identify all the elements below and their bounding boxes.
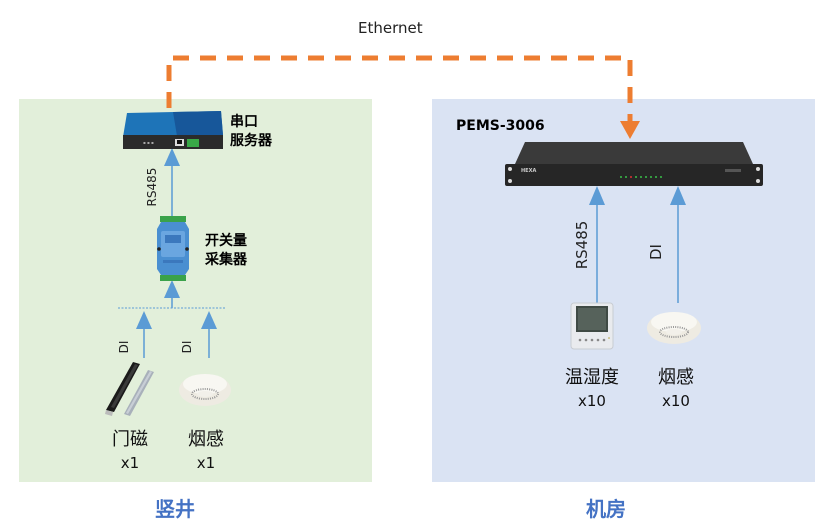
switch-collector-label: 开关量 采集器: [205, 233, 247, 268]
serial-server-icon: ▪ ▪ ▪: [123, 111, 223, 149]
sensor-door-magnet: 门磁 x1: [100, 428, 160, 474]
sensor-temp-humidity: 温湿度 x10: [548, 366, 636, 412]
di-label-door: DI: [117, 340, 131, 354]
smoke-detector-icon-right: [647, 312, 701, 344]
switch-collector-icon: [157, 216, 189, 281]
sensor-name: 烟感: [188, 429, 224, 450]
ethernet-link: [166, 55, 633, 122]
sensor-name: 温湿度: [565, 367, 619, 388]
sensor-name: 烟感: [658, 367, 694, 388]
temp-humidity-sensor-icon: [570, 302, 614, 350]
pems-brand: HEXA: [521, 168, 536, 174]
zone-title-machine-room: 机房: [586, 497, 626, 521]
sensor-count: x10: [578, 392, 606, 410]
rs485-arrowhead-right: [589, 186, 605, 205]
di-bus-arrowhead: [164, 280, 180, 298]
pems-host-label: PEMS-3006: [456, 118, 545, 134]
sensor-count: x10: [662, 392, 690, 410]
ethernet-label: Ethernet: [358, 19, 423, 37]
di-arrowhead-smoke-left: [201, 311, 217, 329]
zone-title-shaft: 竖井: [155, 497, 195, 521]
sensor-smoke-left: 烟感 x1: [176, 428, 236, 474]
sensor-name: 门磁: [112, 429, 148, 450]
status-leds: [620, 176, 662, 178]
rs485-label-right: RS485: [573, 220, 591, 270]
rs485-arrowhead-left: [164, 148, 180, 166]
di-arrowhead-door: [136, 311, 152, 329]
shaft-zone-panel: [19, 99, 372, 482]
ethernet-arrowhead: [620, 121, 640, 139]
door-magnet-icon: [105, 362, 154, 416]
smoke-detector-icon-left: [179, 374, 231, 406]
serial-server-label: 串口 服务器: [230, 114, 272, 149]
sensor-count: x1: [196, 454, 216, 472]
rs485-label-left: RS485: [145, 167, 159, 207]
di-arrowhead-smoke-right: [670, 186, 686, 205]
sensor-smoke-right: 烟感 x10: [645, 366, 707, 412]
di-label-smoke-right: DI: [647, 244, 665, 260]
svg-text:▪ ▪ ▪: ▪ ▪ ▪: [143, 140, 154, 145]
pems-rack-icon: HEXA: [505, 142, 763, 186]
sensor-count: x1: [120, 454, 140, 472]
di-label-smoke-left: DI: [180, 340, 194, 354]
